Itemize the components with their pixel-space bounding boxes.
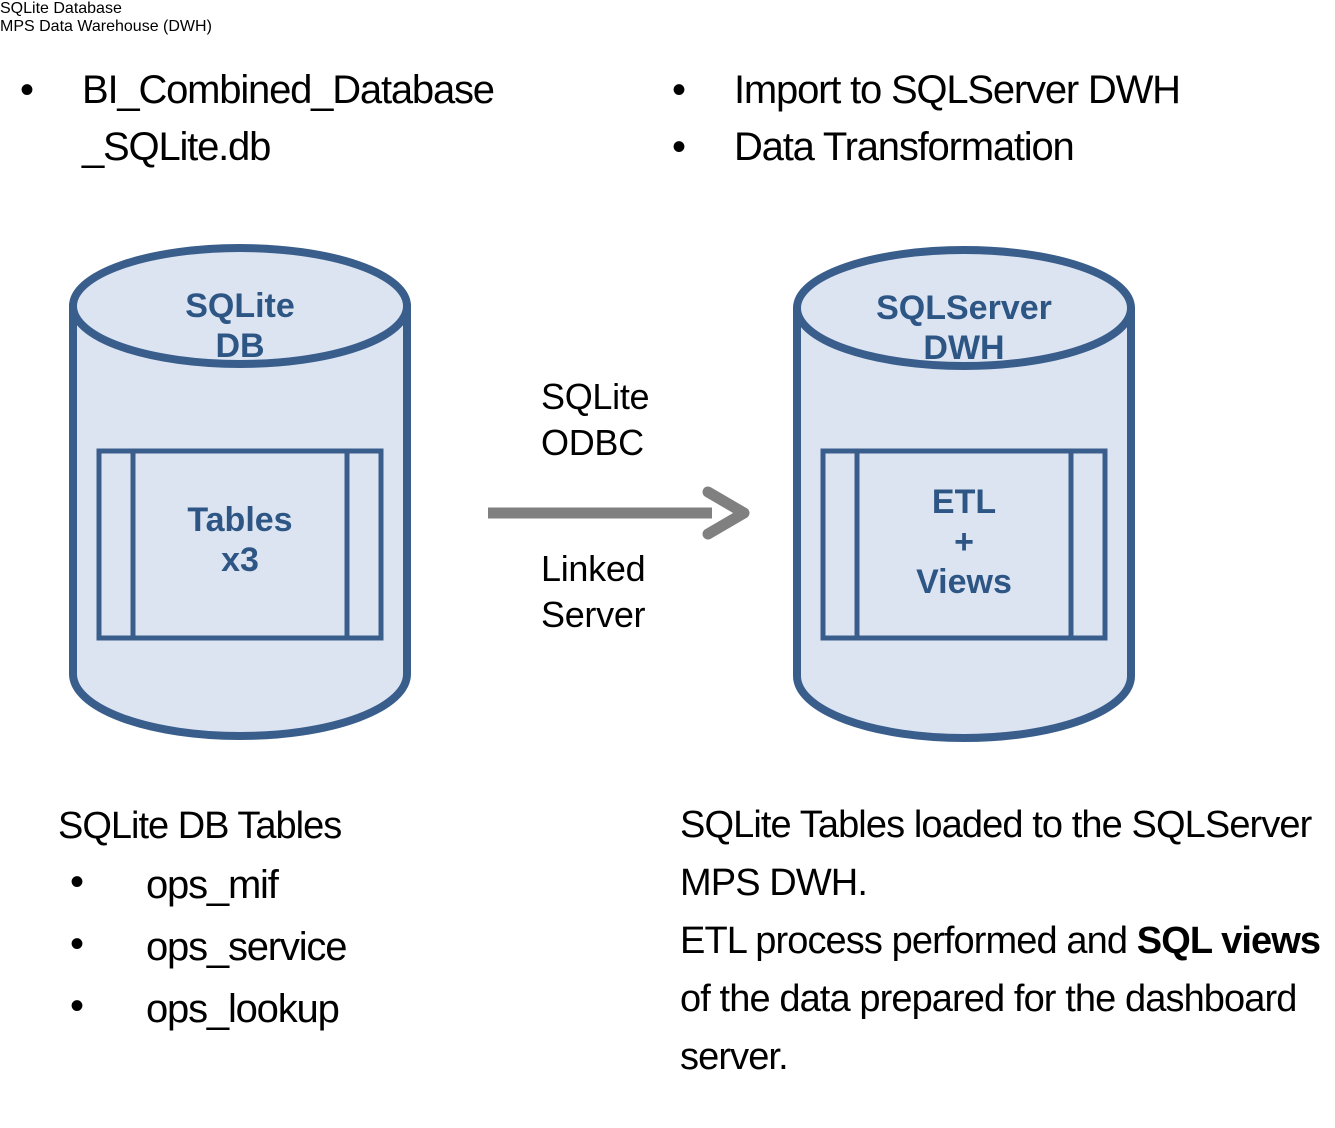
sqlite-db-tables-block: SQLite DB Tables • ops_mif • ops_service…	[58, 798, 658, 1040]
list-item-label: ops_mif	[146, 863, 279, 907]
list-item: • ops_lookup	[58, 978, 658, 1040]
connector-label-linked-server: Linked Server	[541, 548, 646, 635]
mps-dwh-bullet-list: • Import to SQLServer DWH • Data Transfo…	[658, 62, 1318, 176]
bullet-icon: •	[20, 68, 34, 112]
bullet-icon: •	[672, 68, 686, 112]
cylinder-shape-icon	[793, 246, 1135, 742]
plain-text: SQLite Tables loaded to the SQLServer MP…	[680, 804, 1312, 962]
list-item: • Data Transformation	[658, 119, 1318, 176]
cylinder-shape-icon	[69, 244, 411, 740]
bullet-icon: •	[672, 125, 686, 169]
dwh-description-paragraph: SQLite Tables loaded to the SQLServer MP…	[680, 796, 1328, 1086]
section-heading-sqlite-database: SQLite Database	[0, 0, 122, 17]
list-item-label: ops_service	[146, 925, 347, 969]
connector-label-sqlite-odbc: SQLite ODBC	[541, 376, 650, 463]
sqlite-database-bullet-list: • BI_Combined_Database _SQLite.db	[6, 62, 626, 176]
flow-arrow-icon	[484, 486, 754, 547]
bullet-icon: •	[70, 984, 84, 1028]
section-heading-mps-data-warehouse: MPS Data Warehouse (DWH)	[0, 18, 212, 35]
sqlite-db-tables-title: SQLite DB Tables	[58, 805, 342, 847]
list-item-label: Import to SQLServer DWH	[734, 68, 1181, 112]
bullet-icon: •	[70, 860, 84, 904]
database-cylinder-sqlserver-dwh: SQLServer DWH ETL + Views	[792, 244, 1136, 742]
list-item-label: BI_Combined_Database _SQLite.db	[82, 68, 495, 169]
plain-text: of the data prepared for the dashboard s…	[680, 978, 1297, 1078]
list-item: • BI_Combined_Database _SQLite.db	[6, 62, 626, 176]
list-item-label: Data Transformation	[734, 125, 1075, 169]
arrow-right-icon	[488, 486, 750, 540]
list-item: • ops_mif	[58, 854, 658, 916]
list-item: • ops_service	[58, 916, 658, 978]
bullet-icon: •	[70, 922, 84, 966]
database-cylinder-sqlite: SQLite DB Tables x3	[68, 242, 412, 740]
list-item: • Import to SQLServer DWH	[658, 62, 1318, 119]
list-item-label: ops_lookup	[146, 987, 340, 1031]
emphasis-text: SQL views	[1136, 920, 1321, 962]
